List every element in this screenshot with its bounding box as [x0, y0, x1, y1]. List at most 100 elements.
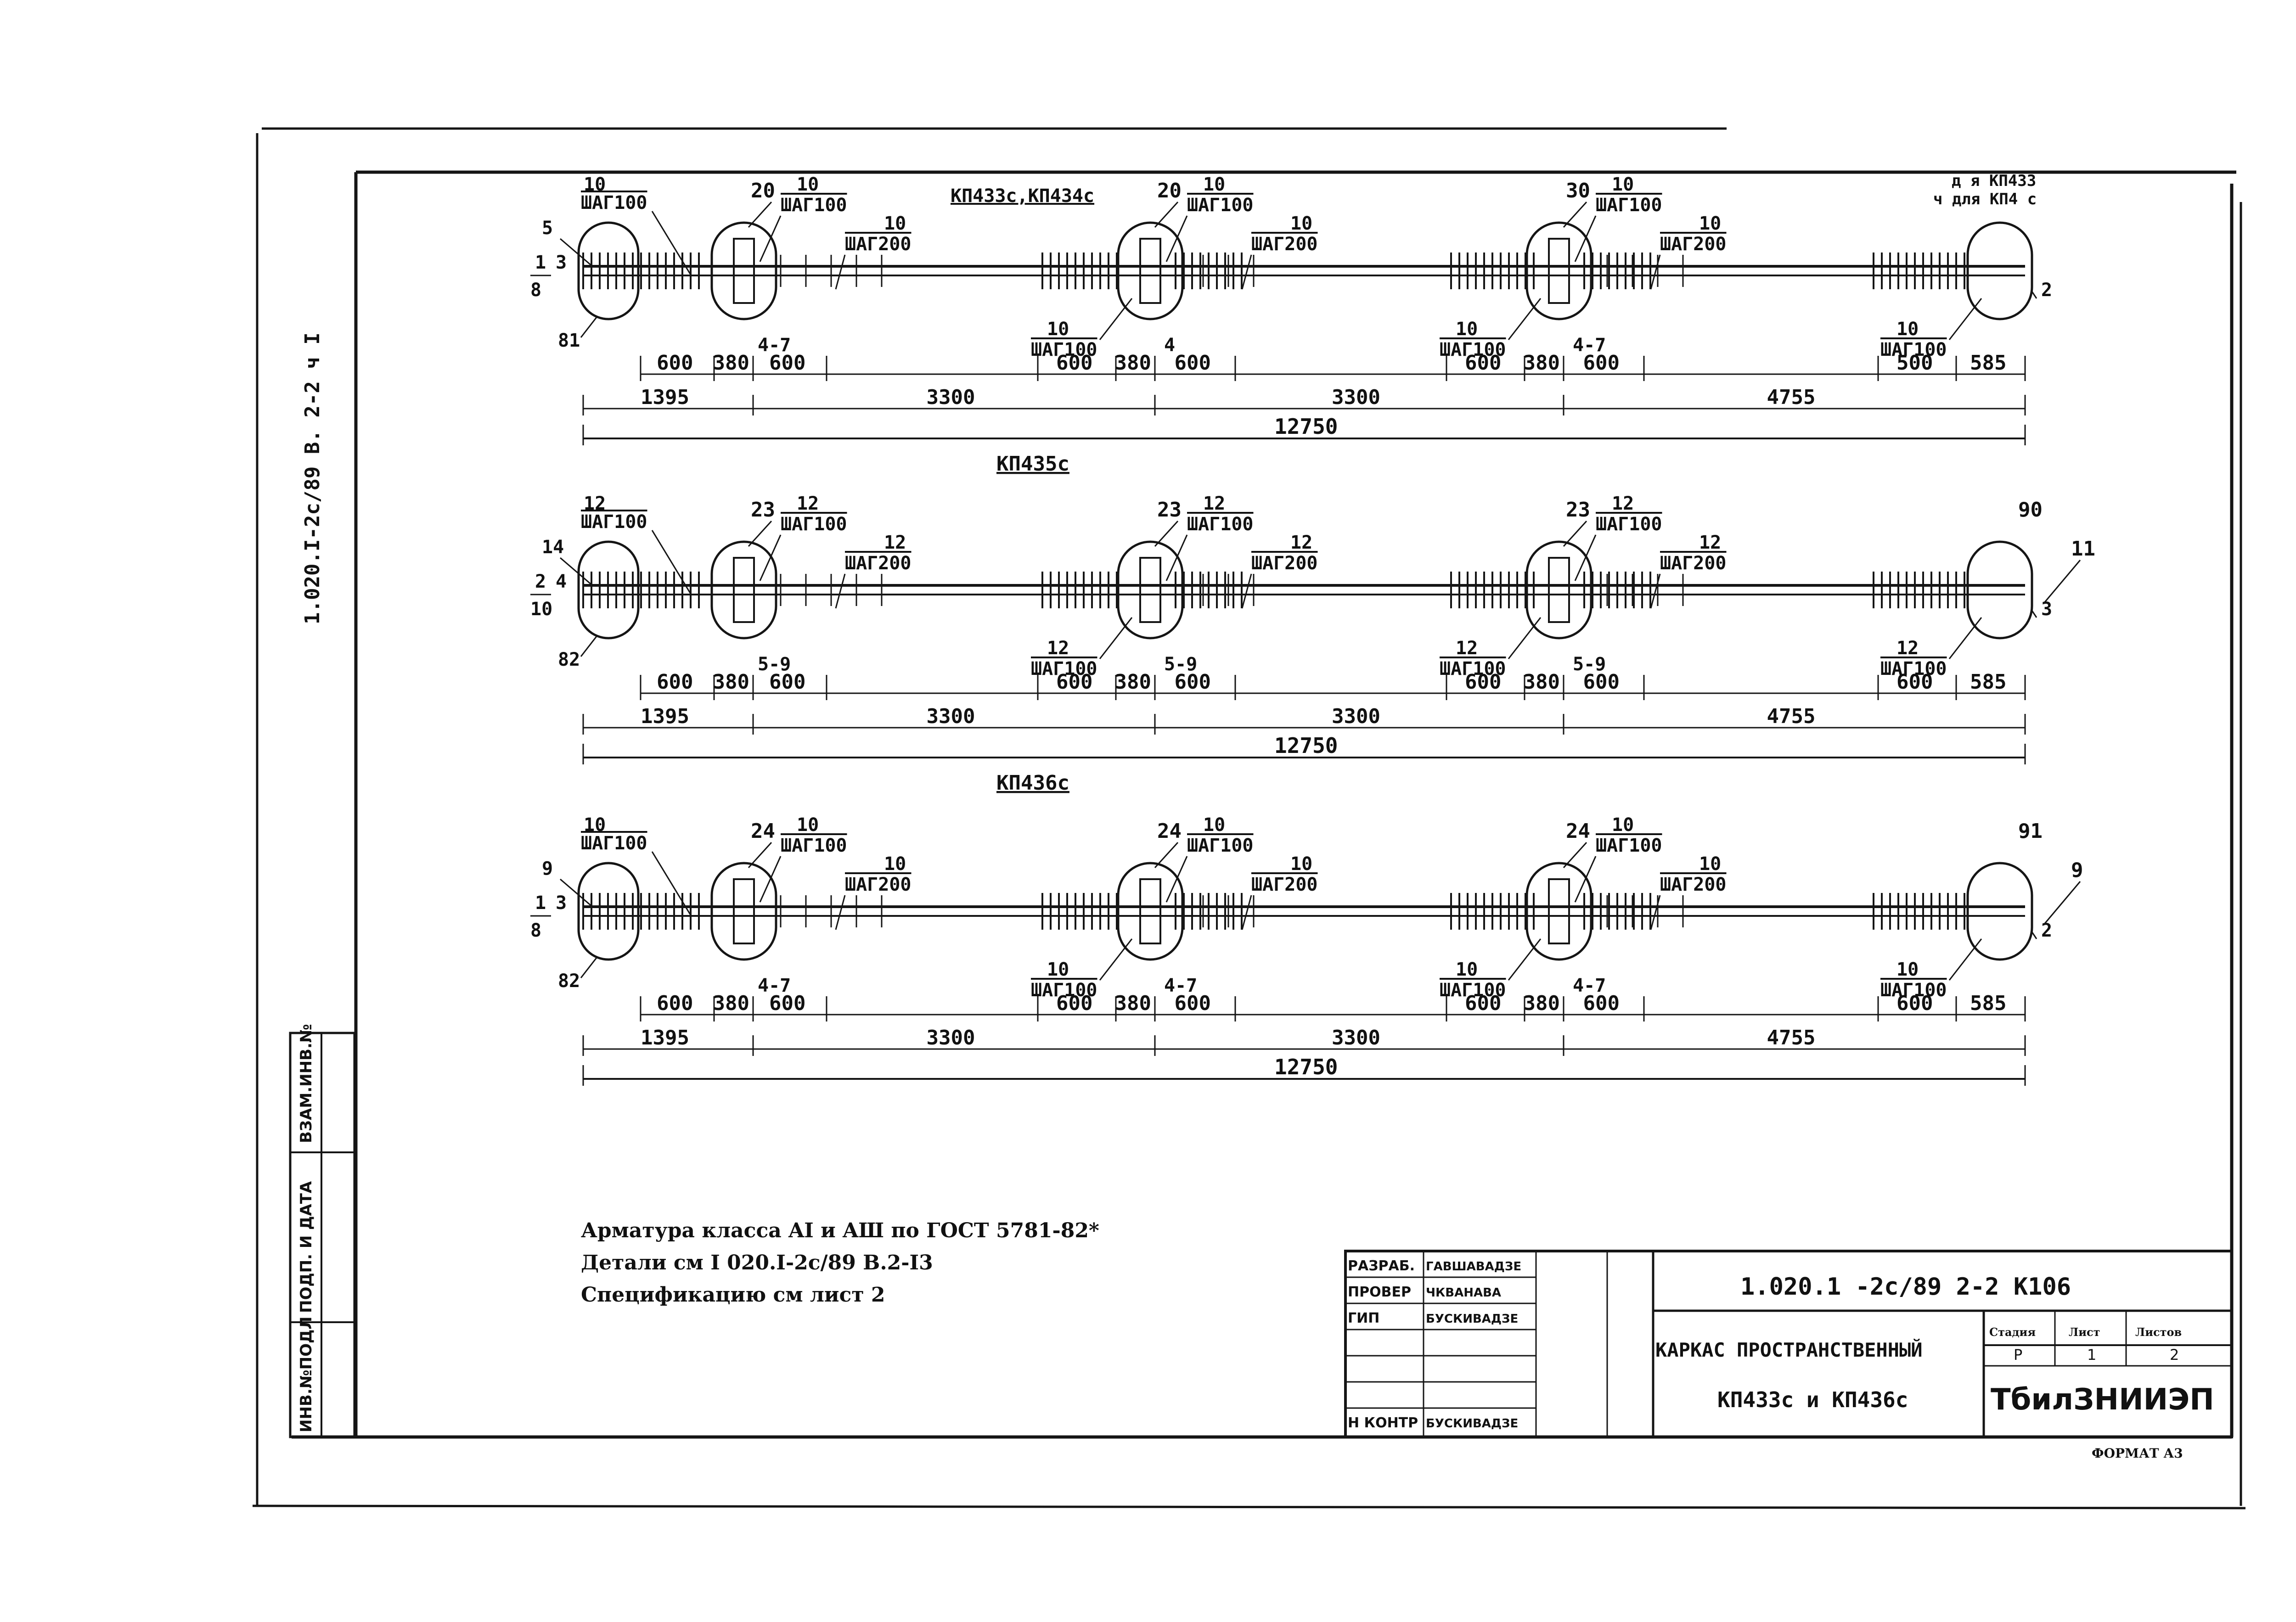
sheet-header: Лист: [2069, 1325, 2100, 1339]
leader: [1165, 215, 1188, 262]
pitch-mid-step: ШАГ200: [845, 234, 912, 255]
leader: [1563, 201, 1587, 228]
pitch-top-step: ШАГ100: [781, 195, 847, 216]
dimension-mid: 3300: [1332, 705, 1380, 728]
node-loop-2: [1117, 540, 1184, 640]
node-insert: [1548, 557, 1570, 623]
pitch-top-num: 10: [797, 814, 819, 836]
dimension-small: 380: [1115, 992, 1151, 1015]
left-small-tag: 9: [542, 858, 553, 879]
position-mark: 4-7: [758, 335, 791, 356]
leader: [2043, 881, 2081, 926]
node-loop-2: [1117, 862, 1184, 961]
dimension-small: 585: [1970, 351, 2006, 375]
dimension-mid: 4755: [1767, 1026, 1816, 1050]
name-7: БУСКИВАДЗЕ: [1426, 1417, 1518, 1431]
left-mark-3: 8: [530, 280, 541, 301]
note-line-2: Детали см I 020.I-2с/89 В.2-I3: [581, 1251, 933, 1274]
pitch-bot-step: ШАГ100: [1031, 658, 1097, 679]
pitch-top-step: ШАГ100: [1596, 195, 1662, 216]
dimension-small: 600: [1583, 992, 1620, 1015]
pitch-mid-num: 10: [1699, 213, 1721, 234]
node-loop-4: [1966, 862, 2033, 961]
leader: [2031, 610, 2037, 618]
leader: [1241, 895, 1252, 930]
position-mark: 5-9: [1573, 654, 1606, 675]
format-label: ФОРМАТ А3: [2092, 1446, 2183, 1461]
left-tag: 82: [558, 649, 580, 670]
leader: [1650, 254, 1661, 290]
sheet-value: 1: [2087, 1346, 2096, 1364]
right-mark: 2: [2041, 280, 2052, 301]
left-mark-2: 4: [556, 571, 567, 592]
row1-top-label: КП433с,КП434с: [951, 185, 1094, 207]
inner-frame: [292, 170, 2236, 1439]
pitch-top-step: ШАГ100: [1187, 195, 1254, 216]
right-mark: 3: [2041, 599, 2052, 620]
left-tag: 82: [558, 971, 580, 992]
left-tag: 81: [558, 330, 580, 351]
note-line-1: Арматура класса AI и AШ по ГОСТ 5781-82*: [581, 1219, 1099, 1242]
leader: [1574, 215, 1597, 262]
dimension-small: 380: [1115, 670, 1151, 694]
dimension-small: 600: [1175, 670, 1211, 694]
leader: [2031, 291, 2037, 299]
position-mark: 5-9: [758, 654, 791, 675]
leader: [759, 215, 782, 262]
pitch-left-step: ШАГ100: [581, 833, 647, 854]
node-loop-1: [710, 221, 777, 320]
right-note-1: д я КП433: [1952, 172, 2036, 190]
dimension-small: 600: [1056, 992, 1092, 1015]
leader: [835, 573, 846, 609]
leader: [1508, 298, 1542, 340]
dimension-mid: 4755: [1767, 386, 1816, 409]
leader: [1574, 856, 1597, 903]
pitch-top-num: 12: [1612, 493, 1634, 514]
dimension-small: 600: [1056, 670, 1092, 694]
dimension-small: 600: [1056, 351, 1092, 375]
position-mark: 4-7: [1573, 975, 1606, 996]
row-1: 2010ШАГ10010ШАГ200104-72010ШАГ10010ШАГ20…: [530, 172, 2052, 476]
pitch-mid-step: ШАГ200: [1251, 874, 1318, 895]
dimension-small: 585: [1970, 670, 2006, 694]
end-loop-left: [577, 221, 640, 320]
leader: [651, 851, 692, 916]
dimension-small: 600: [1465, 670, 1501, 694]
left-small-tag: 5: [542, 218, 553, 239]
pitch-top-step: ШАГ100: [1596, 835, 1662, 856]
leader: [580, 957, 598, 978]
position-mark: 4-7: [758, 975, 791, 996]
pitch-bot-step: ШАГ100: [1880, 339, 1947, 360]
leader: [1563, 520, 1587, 547]
side-stamp: ИНВ.№ПОДЛ ПОДП. И ДАТА ВЗАМ.ИНВ.№: [289, 1024, 356, 1438]
pitch-mid-num: 12: [1699, 532, 1721, 553]
leader: [560, 557, 593, 586]
pitch-top-num: 10: [1203, 174, 1225, 195]
title-block-code: 1.020.1 -2с/89 2-2 К106: [1740, 1273, 2071, 1301]
pitch-left-step: ШАГ100: [581, 192, 647, 213]
pitch-bot-num: 10: [1456, 319, 1478, 340]
leader: [1154, 201, 1179, 228]
node-tag: 23: [751, 498, 775, 522]
leader: [748, 520, 772, 547]
pitch-bot-num: 12: [1456, 638, 1478, 659]
position-mark: 4: [1164, 335, 1175, 356]
role-2: ПРОВЕР: [1348, 1284, 1411, 1300]
left-mark-1: 1: [535, 252, 546, 273]
dimension-small: 600: [1465, 992, 1501, 1015]
leader: [1574, 534, 1597, 581]
leader: [2031, 932, 2037, 939]
pitch-bot-num: 12: [1047, 638, 1069, 659]
node-loop-3: [1525, 221, 1593, 320]
leader: [580, 316, 598, 338]
pitch-mid-num: 10: [1290, 213, 1312, 234]
row-2: 2312ШАГ10012ШАГ200125-92312ШАГ10012ШАГ20…: [530, 493, 2095, 795]
dimension-small: 600: [657, 351, 693, 375]
position-mark: 4-7: [1164, 975, 1197, 996]
organization: ТбилЗНИИЭП: [1991, 1383, 2214, 1417]
leader: [1948, 938, 1982, 981]
stage-header: Стадия: [1989, 1325, 2036, 1339]
role-1: РАЗРАБ.: [1348, 1258, 1415, 1274]
pitch-bot-num: 10: [1047, 959, 1069, 980]
pitch-mid-step: ШАГ200: [1660, 874, 1727, 895]
